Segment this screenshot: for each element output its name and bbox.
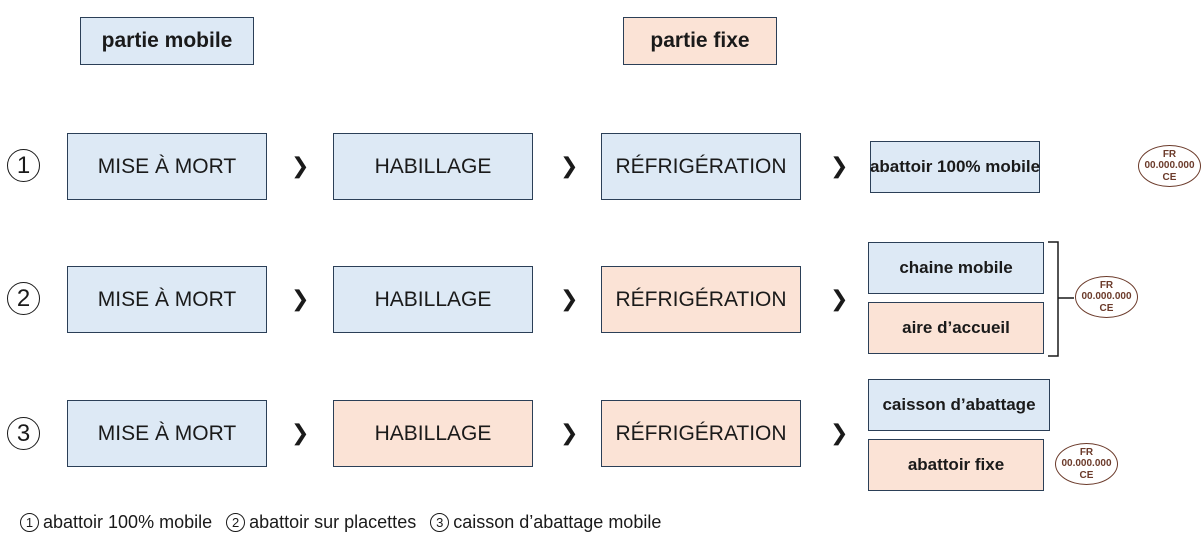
arrow-icon: ❯ — [291, 153, 310, 178]
step-refrigeration: RÉFRIGÉRATION — [601, 133, 801, 200]
footer-label: abattoir 100% mobile — [43, 512, 213, 532]
stamp-line: 00.000.000 — [1144, 160, 1195, 172]
footer-number: 2 — [226, 513, 246, 532]
legend-fixed: partie fixe — [623, 17, 777, 65]
health-mark-stamp: FR 00.000.000 CE — [1075, 276, 1138, 318]
step-mise-a-mort: MISE À MORT — [67, 400, 267, 467]
stamp-line: CE — [1079, 469, 1094, 481]
footer-item: 2 abattoir sur placettes — [226, 512, 416, 533]
footer-number: 1 — [20, 513, 39, 532]
step-habillage: HABILLAGE — [333, 400, 533, 467]
stamp-line: FR — [1162, 148, 1177, 160]
row-number: 1 — [7, 149, 40, 182]
step-habillage: HABILLAGE — [333, 266, 533, 333]
arrow-icon: ❯ — [830, 286, 849, 311]
health-mark-stamp: FR 00.000.000 CE — [1055, 443, 1118, 485]
stamp-line: 00.000.000 — [1061, 458, 1112, 470]
step-mise-a-mort: MISE À MORT — [67, 266, 267, 333]
stamp-line: CE — [1162, 171, 1177, 183]
step-habillage: HABILLAGE — [333, 133, 533, 200]
result-caisson-abattage: caisson d’abattage — [868, 379, 1050, 431]
stamp-line: FR — [1079, 446, 1094, 458]
arrow-icon: ❯ — [830, 153, 849, 178]
arrow-icon: ❯ — [830, 420, 849, 445]
footer-label: abattoir sur placettes — [249, 512, 417, 532]
step-refrigeration: RÉFRIGÉRATION — [601, 266, 801, 333]
arrow-icon: ❯ — [560, 420, 579, 445]
result-chaine-mobile: chaine mobile — [868, 242, 1044, 294]
stamp-line: 00.000.000 — [1081, 291, 1132, 303]
result-abattoir-fixe: abattoir fixe — [868, 439, 1044, 491]
row-number: 3 — [7, 417, 40, 450]
stamp-line: CE — [1099, 302, 1114, 314]
result-abattoir-mobile: abattoir 100% mobile — [870, 141, 1040, 193]
arrow-icon: ❯ — [291, 286, 310, 311]
step-refrigeration: RÉFRIGÉRATION — [601, 400, 801, 467]
arrow-icon: ❯ — [560, 286, 579, 311]
footer-item: 3 caisson d’abattage mobile — [430, 512, 661, 533]
health-mark-stamp: FR 00.000.000 CE — [1138, 145, 1201, 187]
row-number: 2 — [7, 282, 40, 315]
result-aire-accueil: aire d’accueil — [868, 302, 1044, 354]
footer-legend: 1 abattoir 100% mobile 2 abattoir sur pl… — [20, 512, 661, 533]
arrow-icon: ❯ — [291, 420, 310, 445]
footer-item: 1 abattoir 100% mobile — [20, 512, 212, 533]
grouping-bracket — [1048, 241, 1074, 357]
legend-mobile: partie mobile — [80, 17, 254, 65]
arrow-icon: ❯ — [560, 153, 579, 178]
step-mise-a-mort: MISE À MORT — [67, 133, 267, 200]
footer-number: 3 — [430, 513, 450, 532]
footer-label: caisson d’abattage mobile — [453, 512, 662, 532]
stamp-line: FR — [1099, 279, 1114, 291]
